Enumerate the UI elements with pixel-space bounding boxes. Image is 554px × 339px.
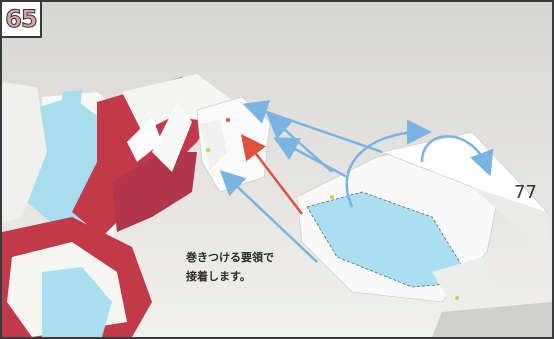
step-number: 65 xyxy=(2,2,42,38)
papercraft-body xyxy=(2,74,237,337)
paper-part-77 xyxy=(296,131,552,337)
instruction-text: 巻きつける要領で 接着します。 xyxy=(186,248,274,286)
red-arrow xyxy=(240,134,303,215)
instruction-line-1: 巻きつける要領で xyxy=(186,251,274,264)
blue-arrows xyxy=(219,100,494,263)
instruction-line-2: 接着します。 xyxy=(186,270,251,283)
part-number-label: 77 xyxy=(514,182,537,203)
